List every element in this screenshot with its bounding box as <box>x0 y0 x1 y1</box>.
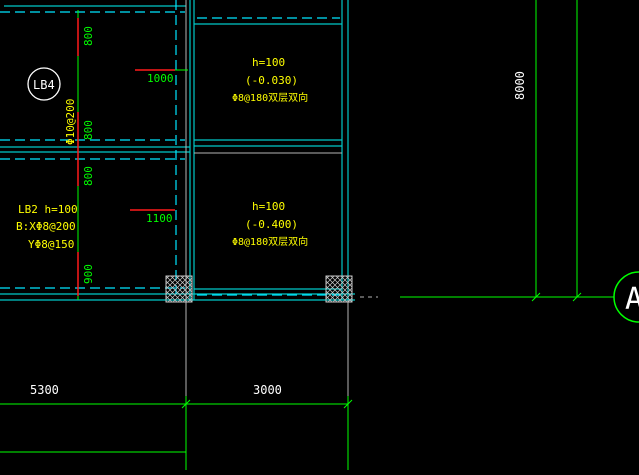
dim-right-vertical-label: 8000 <box>513 71 527 100</box>
slab-left-lower-bx: B:XΦ8@200 <box>16 220 76 233</box>
slab-mid-upper-thickness: h=100 <box>252 56 285 69</box>
dim-tick-right-b <box>572 292 582 302</box>
slab-mid-lower-elevation: (-0.400) <box>245 218 298 231</box>
column-hatch-right <box>325 275 353 303</box>
dim-left-upper-right: 1000 <box>147 72 174 85</box>
slab-mid-upper-rebar: Φ8@180双层双向 <box>232 91 308 104</box>
rebar-label-vertical: Φ10@200 <box>64 99 77 145</box>
slab-tag-label: LB4 <box>33 78 55 92</box>
slab-tag-circle <box>27 67 61 101</box>
slab-mid-upper-elevation: (-0.030) <box>245 74 298 87</box>
dim-left-lower-right: 1100 <box>146 212 173 225</box>
slab-left-lower-name: LB2 h=100 <box>18 203 78 216</box>
dim-left-upper-top: 800 <box>82 26 95 46</box>
dim-left-upper-bottom: 800 <box>82 120 95 140</box>
axis-bubble-label: A <box>625 282 639 317</box>
slab-outlines <box>0 0 355 301</box>
dimension-lines <box>0 0 614 470</box>
dim-bottom-left-label: 5300 <box>30 383 59 397</box>
dim-tick-mid <box>181 399 191 409</box>
dim-bottom-mid-label: 3000 <box>253 383 282 397</box>
slab-mid-lower-thickness: h=100 <box>252 200 285 213</box>
grid-lines <box>185 0 378 470</box>
slab-mid-lower-rebar: Φ8@180双层双向 <box>232 235 308 248</box>
dim-left-lower-bottom: 900 <box>82 264 95 284</box>
slab-left-lower-by: YΦ8@150 <box>28 238 74 251</box>
dim-tick-right <box>343 399 353 409</box>
column-hatch-left <box>165 275 193 303</box>
dim-left-lower-top: 800 <box>82 166 95 186</box>
rebar-marks <box>77 18 175 296</box>
dashed-lines <box>0 0 340 296</box>
axis-bubble-circle <box>613 271 639 323</box>
dim-tick-right-a <box>531 292 541 302</box>
